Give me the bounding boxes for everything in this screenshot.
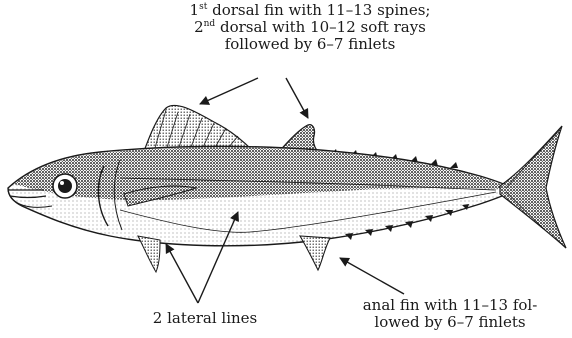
arrow-anal-fin [340,258,404,294]
dorsal-label-line-1: 1st dorsal fin with 11–13 spines; [150,2,470,19]
lateral-lines-label: 2 lateral lines [120,310,290,327]
arrow-second-dorsal [286,78,308,118]
dorsal-label-line-2: 2nd dorsal with 10–12 soft rays [150,19,470,36]
dorsal-fin-label: 1st dorsal fin with 11–13 spines; 2nd do… [150,2,470,53]
arrow-lateral-line-1 [166,244,198,303]
fish-body [8,146,515,272]
anal-label-line-2: lowed by 6–7 finlets [335,314,565,331]
anal-label-line-1: anal fin with 11–13 fol- [335,297,565,314]
anal-fin [300,236,330,270]
anal-fin-label: anal fin with 11–13 fol- lowed by 6–7 fi… [335,297,565,331]
caudal-fin [500,126,566,248]
dorsal-label-line-3: followed by 6–7 finlets [150,36,470,53]
arrow-first-dorsal [200,78,258,104]
